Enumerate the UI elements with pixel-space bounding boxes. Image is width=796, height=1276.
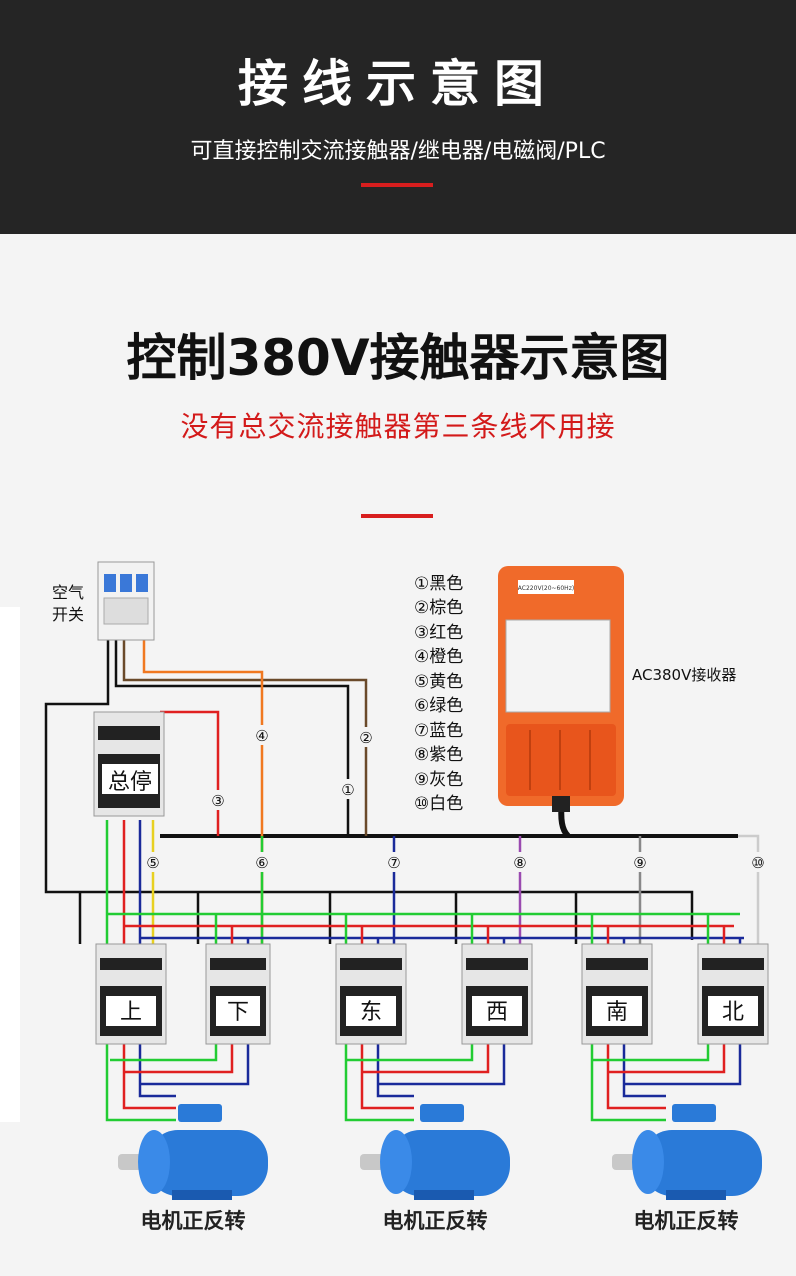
motor-feed-3 xyxy=(590,1040,742,1122)
contactor-label-east: 东 xyxy=(360,1000,382,1025)
wire-marker-2: ② xyxy=(359,729,372,747)
motor-3 xyxy=(612,1104,762,1200)
wire-1-black xyxy=(114,640,350,836)
contactor-down xyxy=(205,943,271,1045)
contactor-label-down: 下 xyxy=(227,1000,249,1025)
contactor-up xyxy=(95,943,167,1045)
wire-2-brown xyxy=(122,640,368,836)
main-contactor xyxy=(93,711,165,817)
wire-marker-6: ⑥ xyxy=(255,854,268,872)
header-subtitle: 可直接控制交流接触器/继电器/电磁阀/PLC xyxy=(190,139,606,164)
wire-legend: ①黑色 ②棕色 ③红色 ④橙色 ⑤黄色 ⑥绿色 ⑦蓝色 ⑧紫色 ⑨灰色 ⑩白色 xyxy=(414,574,463,814)
diagram-note: 没有总交流接触器第三条线不用接 xyxy=(180,410,616,443)
contactor-east xyxy=(335,943,407,1045)
diagram-title: 控制380V接触器示意图 xyxy=(126,329,670,387)
wire-marker-7: ⑦ xyxy=(387,854,400,872)
motor-captions: 电机正反转 电机正反转 电机正反转 xyxy=(141,1209,739,1233)
legend-item: ⑤黄色 xyxy=(414,672,463,692)
contactor-west xyxy=(461,943,533,1045)
header-accent-bar xyxy=(361,183,433,187)
wire-3-red xyxy=(160,710,220,836)
legend-item: ⑥绿色 xyxy=(414,696,463,716)
legend-item: ②棕色 xyxy=(414,598,463,618)
legend-item: ③红色 xyxy=(414,623,463,643)
motor-2 xyxy=(360,1104,510,1200)
air-switch xyxy=(97,561,155,641)
wire-marker-8: ⑧ xyxy=(513,854,526,872)
left-panel-edge xyxy=(0,607,20,1122)
receiver-label: AC380V接收器 xyxy=(632,666,736,684)
contactor-labels: 上 下 东 西 南 北 xyxy=(120,1000,744,1025)
wire-marker-9: ⑨ xyxy=(633,854,646,872)
contactor-south xyxy=(581,943,653,1045)
wire-4-orange xyxy=(142,640,264,944)
motor-1 xyxy=(118,1104,268,1200)
wire-marker-4: ④ xyxy=(255,727,268,745)
contactor-north xyxy=(697,943,769,1045)
title-accent-bar xyxy=(361,514,433,518)
header-banner: 接线示意图 可直接控制交流接触器/继电器/电磁阀/PLC xyxy=(0,0,796,234)
legend-item: ①黑色 xyxy=(414,574,463,594)
legend-item: ⑦蓝色 xyxy=(414,721,463,741)
wiring-diagram: 空气 开关 总停 AC220V(20~60Hz) AC380V接收器 ①黑色 ②… xyxy=(0,561,769,1233)
contactor-label-north: 北 xyxy=(722,1000,744,1025)
wire-marker-10: ⑩ xyxy=(751,854,764,872)
motor-caption-2: 电机正反转 xyxy=(383,1209,488,1233)
motor-feed-2 xyxy=(344,1040,506,1122)
wires xyxy=(44,640,760,1122)
air-switch-label-1: 空气 xyxy=(52,583,84,602)
wire-marker-3: ③ xyxy=(211,792,224,810)
wire-markers: ① ② ③ ④ ⑤ ⑥ ⑦ ⑧ ⑨ ⑩ xyxy=(142,725,769,872)
receiver xyxy=(498,566,624,812)
contactor-label-south: 南 xyxy=(606,1000,628,1025)
contactor-label-up: 上 xyxy=(120,1000,142,1025)
receiver-tag: AC220V(20~60Hz) xyxy=(518,585,574,592)
motor-caption-3: 电机正反转 xyxy=(634,1209,739,1233)
wire-marker-5: ⑤ xyxy=(146,854,159,872)
air-switch-label-2: 开关 xyxy=(52,605,84,624)
wire-marker-1: ① xyxy=(341,781,354,799)
motor-feed-1 xyxy=(105,1040,250,1122)
motor-caption-1: 电机正反转 xyxy=(141,1209,246,1233)
wire-10-white xyxy=(738,834,760,944)
header-title: 接线示意图 xyxy=(238,55,558,113)
wire-black-frame xyxy=(44,640,694,940)
contactor-label-west: 西 xyxy=(486,1000,508,1025)
legend-item: ⑧紫色 xyxy=(414,745,463,765)
contactor-row xyxy=(95,943,769,1045)
legend-item: ④橙色 xyxy=(414,647,463,667)
legend-item: ⑨灰色 xyxy=(414,770,463,790)
main-contactor-label: 总停 xyxy=(108,770,152,795)
legend-item: ⑩白色 xyxy=(414,794,463,814)
